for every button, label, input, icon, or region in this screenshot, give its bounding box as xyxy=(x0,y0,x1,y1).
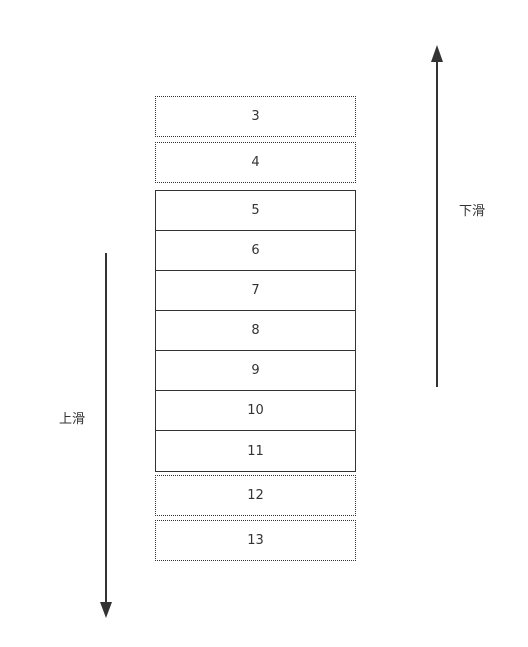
list-item-above-3: 3 xyxy=(155,96,356,137)
list-item-below-13: 13 xyxy=(155,520,356,561)
item-label: 7 xyxy=(251,283,260,298)
visible-window: 5 6 7 8 9 10 11 xyxy=(155,190,356,472)
item-label: 4 xyxy=(251,155,260,170)
list-item: 10 xyxy=(156,391,355,431)
list-item: 7 xyxy=(156,271,355,311)
item-label: 11 xyxy=(247,443,264,459)
scroll-up-arrow xyxy=(100,253,112,618)
scroll-down-arrow xyxy=(431,45,443,387)
item-label: 5 xyxy=(251,203,260,218)
item-label: 3 xyxy=(251,109,260,124)
item-label: 13 xyxy=(247,533,264,548)
list-item-below-12: 12 xyxy=(155,475,356,516)
item-label: 12 xyxy=(247,488,264,503)
list-item: 11 xyxy=(156,431,355,471)
list-item: 8 xyxy=(156,311,355,351)
list-item: 6 xyxy=(156,231,355,271)
list-item: 5 xyxy=(156,191,355,231)
scroll-down-label: 下滑 xyxy=(459,204,486,219)
item-label: 9 xyxy=(251,363,260,378)
item-label: 10 xyxy=(247,403,264,418)
item-label: 6 xyxy=(251,243,260,258)
list-item-above-4: 4 xyxy=(155,142,356,183)
scroll-up-label: 上滑 xyxy=(59,412,86,427)
item-label: 8 xyxy=(251,323,260,338)
list-item: 9 xyxy=(156,351,355,391)
